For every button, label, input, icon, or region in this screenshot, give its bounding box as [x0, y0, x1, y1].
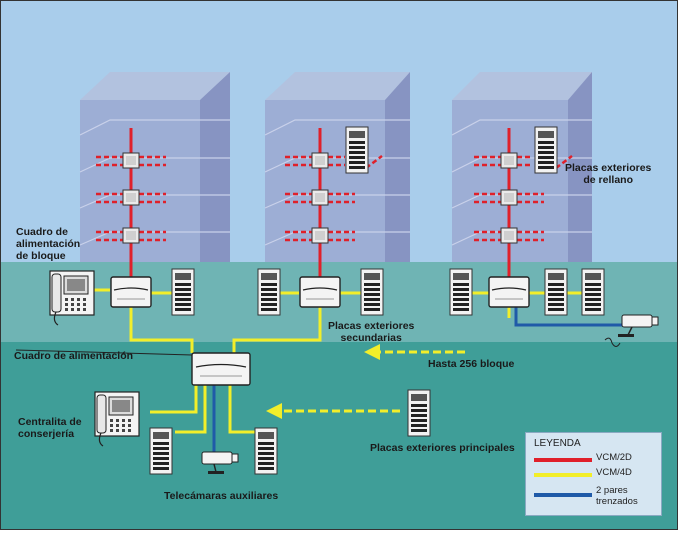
twisted-pair-wires	[212, 305, 622, 458]
leader-line	[15, 349, 193, 356]
legend-item-vcm2d: VCM/2D	[534, 452, 659, 466]
secondary-panel-3c	[581, 268, 605, 316]
label-cuadro-bloque: Cuadro de alimentación de bloque	[16, 226, 80, 262]
secondary-panel-2a	[257, 268, 281, 316]
label-hasta: Hasta 256 bloque	[428, 358, 515, 370]
label-cuadro-bloque-2: alimentación	[16, 238, 81, 250]
label-placas-secundarias-1: Placas exteriores	[328, 320, 415, 332]
label-placas-secundarias-2: secundarias	[340, 332, 402, 344]
landing-panel-2	[345, 126, 369, 174]
label-cuadro-bloque-1: Cuadro de	[16, 226, 68, 238]
secondary-panel-2b	[360, 268, 384, 316]
legend-swatch-twisted	[534, 493, 592, 497]
label-placas-rellano: Placas exteriores de rellano	[565, 162, 651, 186]
aux-camera-2	[604, 314, 659, 347]
vcm4d-wires	[86, 288, 582, 434]
label-centralita: Centralita de conserjería	[18, 416, 82, 440]
label-centralita-1: Centralita de	[18, 416, 82, 428]
main-supply	[191, 352, 251, 386]
legend-item-vcm4d: VCM/4D	[534, 467, 659, 481]
main-panel-2	[254, 427, 278, 475]
arrows	[266, 344, 465, 419]
label-telecamaras: Telecámaras auxiliares	[164, 490, 279, 502]
building-1	[79, 72, 230, 262]
secondary-panel-3b	[544, 268, 568, 316]
legend-label-twisted: 2 pares trenzados	[596, 485, 638, 507]
legend-swatch-vcm4d	[534, 473, 592, 477]
block-supply-1	[110, 276, 152, 308]
legend-label-vcm4d: VCM/4D	[596, 467, 632, 478]
block-supply-3	[488, 276, 530, 308]
label-placas-secundarias: Placas exteriores secundarias	[328, 320, 414, 344]
label-placas-rellano-1: Placas exteriores	[565, 162, 652, 174]
legend: LEYENDA VCM/2D VCM/4D 2 pares trenzados	[525, 432, 662, 516]
secondary-panel-1	[171, 268, 195, 316]
label-cuadro-alimentacion: Cuadro de alimentación	[14, 350, 134, 362]
legend-title: LEYENDA	[534, 438, 581, 449]
legend-item-twisted: 2 pares trenzados	[534, 485, 659, 509]
label-placas-principales: Placas exteriores principales	[370, 442, 515, 454]
label-centralita-2: conserjería	[18, 428, 75, 440]
legend-swatch-vcm2d	[534, 458, 592, 462]
block-supply-2	[299, 276, 341, 308]
legend-label-vcm2d: VCM/2D	[596, 452, 632, 463]
label-placas-rellano-2: de rellano	[583, 174, 633, 186]
main-panel-3	[407, 389, 431, 437]
landing-panel-3	[534, 126, 558, 174]
main-panel-1	[149, 427, 173, 475]
vcm2d-branches	[96, 155, 573, 242]
label-cuadro-bloque-3: de bloque	[16, 250, 66, 262]
building-2	[264, 72, 410, 262]
secondary-panel-3a	[449, 268, 473, 316]
